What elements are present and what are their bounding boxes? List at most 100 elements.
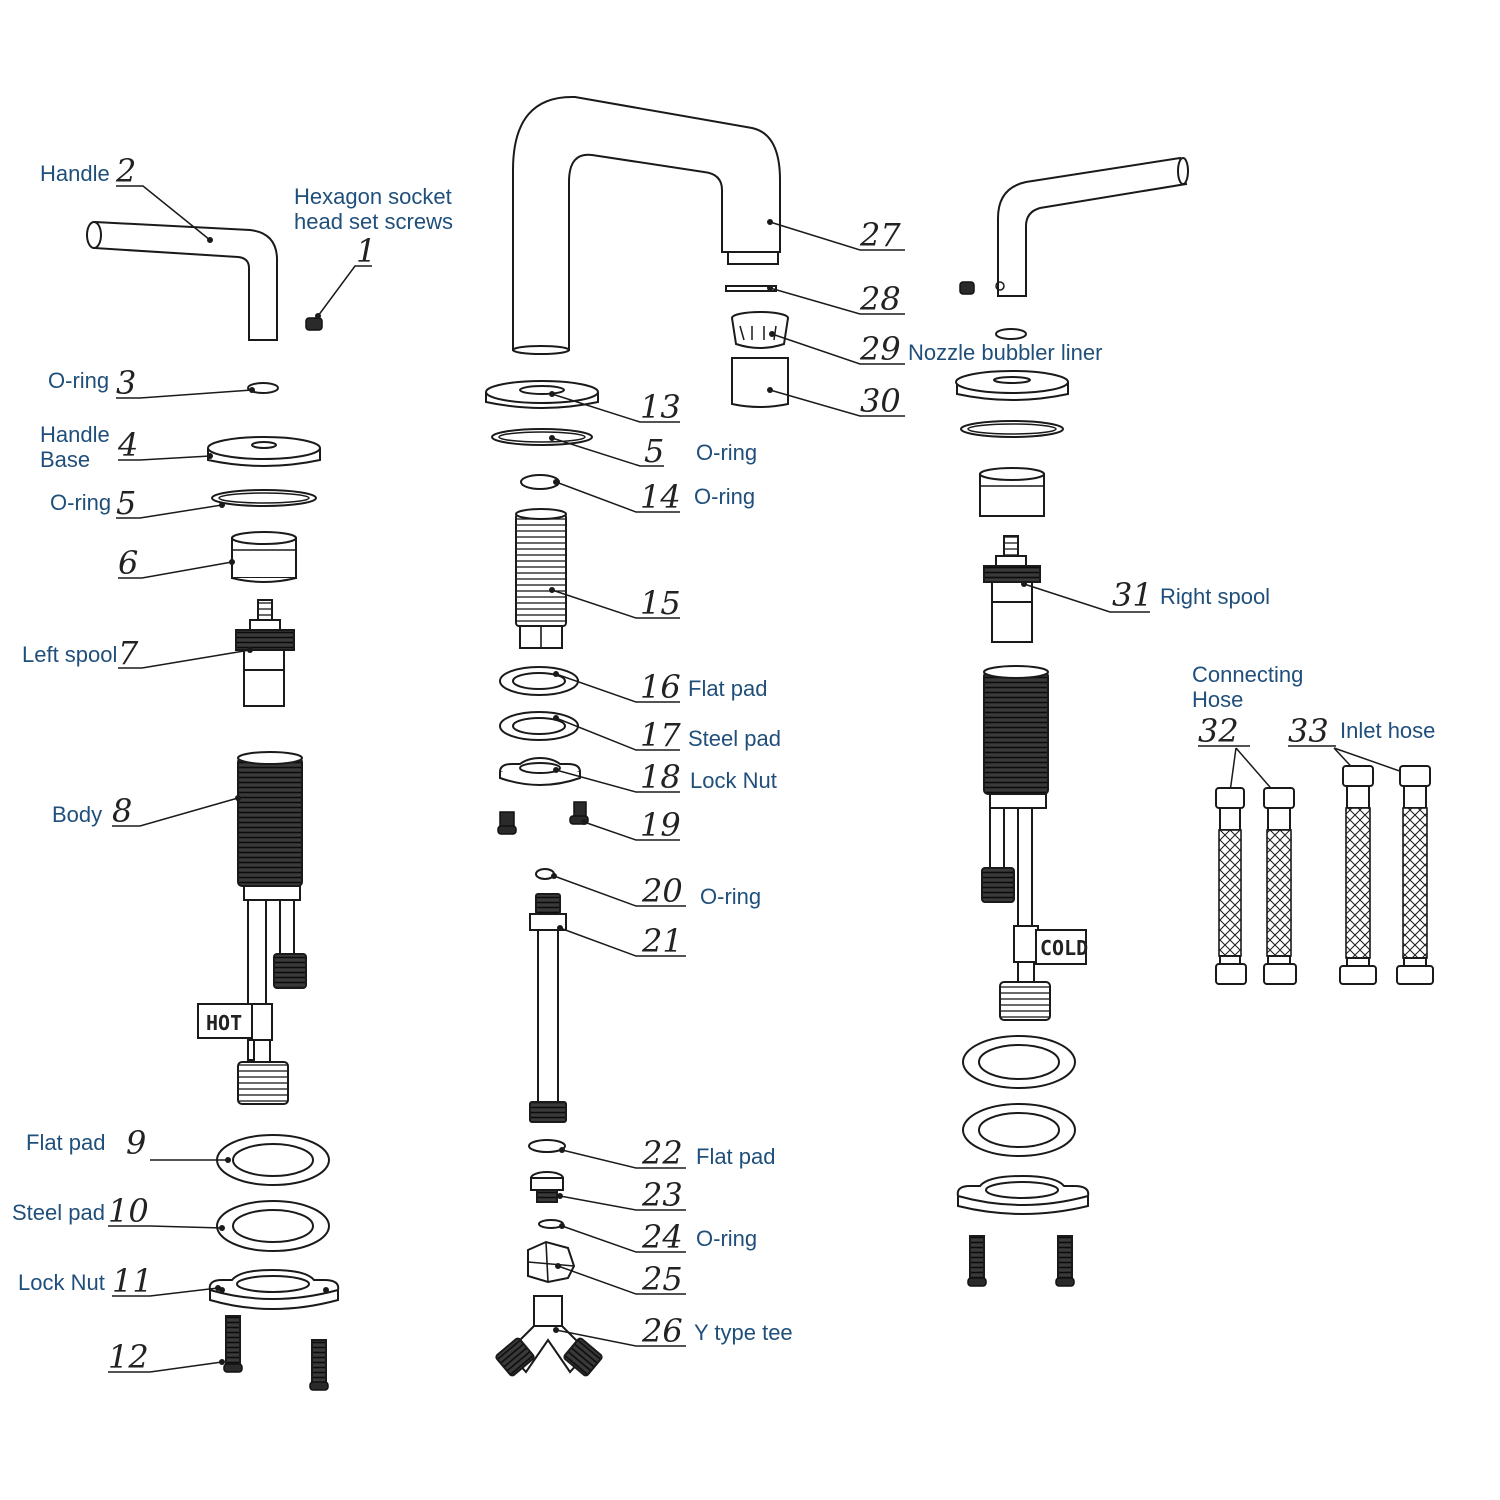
part-number-2: 2 xyxy=(115,152,136,190)
right-steel-pad xyxy=(962,1103,1076,1157)
o-ring-5-center-label: O-ring xyxy=(696,440,757,465)
part-number-16: 16 xyxy=(640,668,681,706)
flat-pad-9 xyxy=(216,1134,330,1186)
hex-screw-label-line1: Hexagon socket xyxy=(294,184,452,209)
part-number-20: 20 xyxy=(641,872,683,910)
flat-pad-22 xyxy=(528,1139,566,1153)
steel-pad-10 xyxy=(216,1200,330,1252)
part-number-25: 25 xyxy=(641,1260,683,1298)
connecting-hose-32a xyxy=(1215,787,1247,985)
o-ring-5-left xyxy=(211,489,317,507)
aerator-housing-30 xyxy=(731,357,789,408)
part-number-6: 6 xyxy=(118,544,138,582)
handle-base-label-line1: Handle xyxy=(40,422,110,447)
connecting-hose-label-line1: Connecting xyxy=(1192,662,1303,687)
sleeve-6 xyxy=(231,531,297,583)
screws-19 xyxy=(497,801,589,835)
nozzle-bubbler-liner-29 xyxy=(731,311,789,349)
part-number-31: 31 xyxy=(1112,576,1153,614)
part-number-8: 8 xyxy=(112,792,132,830)
part-number-14: 14 xyxy=(640,478,681,516)
part-number-12: 12 xyxy=(108,1338,149,1376)
lock-nut-18 xyxy=(498,756,582,786)
hex-screw-label-line2: head set screws xyxy=(294,209,453,234)
part-number-33: 33 xyxy=(1288,712,1329,750)
part-number-32: 32 xyxy=(1198,712,1239,750)
inlet-hose-label: Inlet hose xyxy=(1340,718,1435,743)
part-number-18: 18 xyxy=(640,758,681,796)
part-number-22: 22 xyxy=(641,1134,683,1172)
o-ring-14-label: O-ring xyxy=(694,484,755,509)
right-o-ring-top xyxy=(995,328,1027,340)
handle-base-4 xyxy=(207,436,321,467)
washer-28 xyxy=(725,285,777,292)
part-number-26: 26 xyxy=(641,1312,683,1350)
hot-stamp: HOT xyxy=(206,1011,242,1035)
handle-label: Handle xyxy=(40,161,110,186)
right-o-ring xyxy=(960,420,1064,438)
connecting-hose-label-line2: Hose xyxy=(1192,687,1243,712)
flat-pad-9-label: Flat pad xyxy=(26,1130,106,1155)
spout-base-13 xyxy=(485,380,599,409)
inlet-hose-33a xyxy=(1339,765,1377,985)
part-number-11: 11 xyxy=(112,1262,153,1300)
y-type-tee-label: Y type tee xyxy=(694,1320,793,1345)
flat-pad-16 xyxy=(499,666,579,696)
inlet-hose-33b xyxy=(1396,765,1434,985)
hex-nut-25 xyxy=(527,1240,576,1284)
part-number-19: 19 xyxy=(640,806,681,844)
center-tube-21 xyxy=(529,893,567,1123)
steel-pad-10-label: Steel pad xyxy=(12,1200,105,1225)
hex-set-screw xyxy=(305,317,323,331)
part-number-3: 3 xyxy=(116,364,136,402)
part-number-24: 24 xyxy=(641,1218,683,1256)
right-body xyxy=(981,665,1087,1021)
spout-27 xyxy=(512,95,781,355)
part-number-23: 23 xyxy=(641,1176,683,1214)
left-body-8 xyxy=(197,751,307,1105)
part-number-4: 4 xyxy=(117,426,138,464)
steel-pad-17 xyxy=(499,711,579,741)
o-ring-3 xyxy=(247,382,279,394)
part-number-1: 1 xyxy=(356,232,376,270)
part-number-5a: 5 xyxy=(116,484,136,522)
part-number-21: 21 xyxy=(641,922,683,960)
part-number-17: 17 xyxy=(640,716,681,754)
part-number-5b: 5 xyxy=(644,432,664,470)
right-set-screw xyxy=(959,281,975,295)
part-number-30: 30 xyxy=(860,382,901,420)
handle-base-label-line2: Base xyxy=(40,447,90,472)
nozzle-bubbler-liner-label: Nozzle bubbler liner xyxy=(908,340,1102,365)
right-handle-base xyxy=(955,370,1069,401)
part-number-15: 15 xyxy=(640,584,681,622)
right-spool-31 xyxy=(983,535,1041,643)
part-number-27: 27 xyxy=(859,216,901,254)
right-handle xyxy=(995,156,1189,297)
lock-nut-18-label: Lock Nut xyxy=(690,768,777,793)
o-ring-5-left-label: O-ring xyxy=(50,490,111,515)
right-sleeve xyxy=(979,467,1045,517)
steel-pad-17-label: Steel pad xyxy=(688,726,781,751)
o-ring-20 xyxy=(535,868,555,880)
o-ring-5-center xyxy=(491,428,593,446)
o-ring-20-label: O-ring xyxy=(700,884,761,909)
flat-pad-22-label: Flat pad xyxy=(696,1144,776,1169)
left-spool-7 xyxy=(235,599,295,707)
right-lock-nut xyxy=(956,1174,1090,1215)
right-flat-pad xyxy=(962,1035,1076,1089)
left-handle xyxy=(86,220,279,341)
body-label: Body xyxy=(52,802,102,827)
part-number-28: 28 xyxy=(859,280,901,318)
connecting-hose-32b xyxy=(1263,787,1297,985)
connector-23 xyxy=(530,1171,564,1203)
part-number-13: 13 xyxy=(640,388,681,426)
y-type-tee-26 xyxy=(495,1295,603,1377)
screws-12 xyxy=(223,1315,329,1391)
right-spool-label: Right spool xyxy=(1160,584,1270,609)
threaded-shank-15 xyxy=(515,508,567,649)
part-number-29: 29 xyxy=(859,330,901,368)
right-screws xyxy=(967,1235,1075,1287)
part-number-10: 10 xyxy=(108,1192,149,1230)
cold-stamp: COLD xyxy=(1040,936,1088,960)
